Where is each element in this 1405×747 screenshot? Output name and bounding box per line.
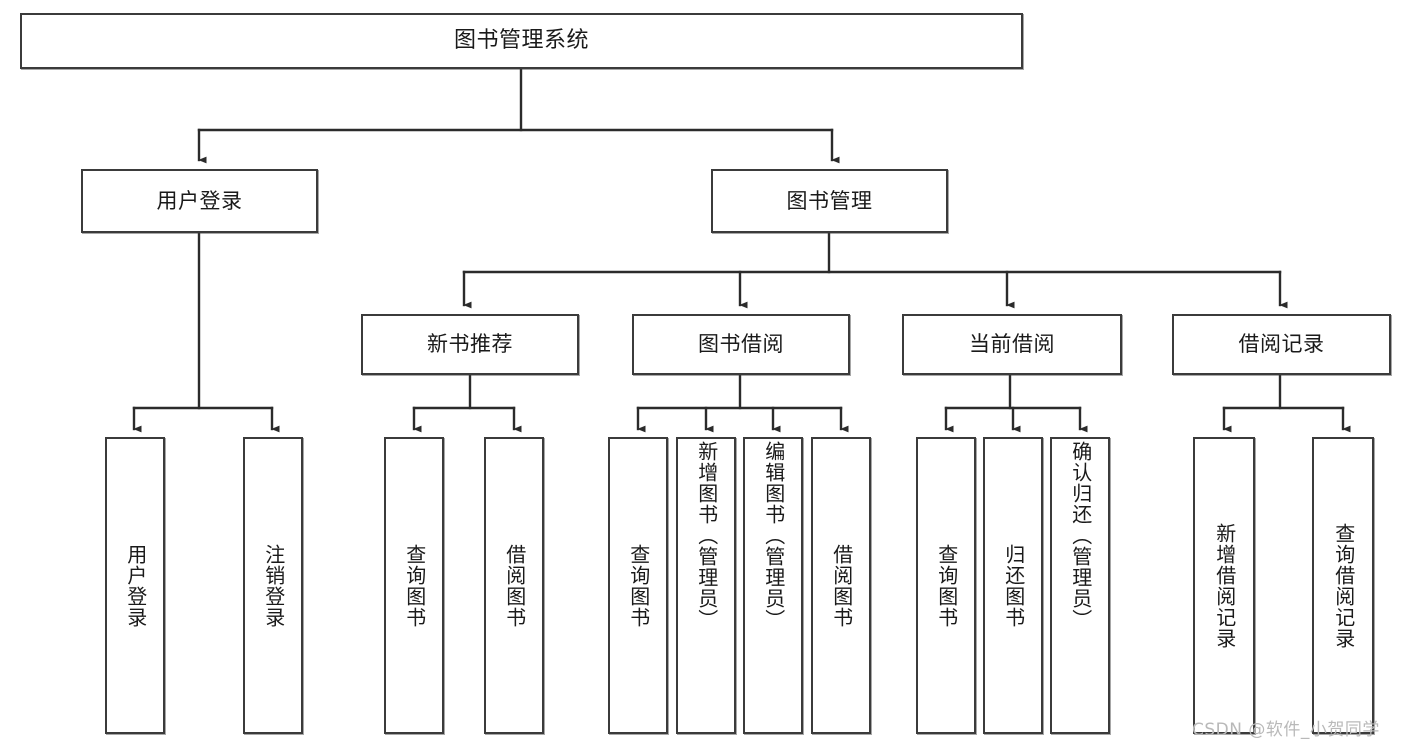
node-leaf-borrow-book-2-label: 借阅图书 [829, 543, 854, 628]
node-book-manage-label: 图书管理 [786, 188, 873, 213]
node-current-borrow-label: 当前借阅 [969, 332, 1055, 357]
node-leaf-logout[interactable]: 注销登录 [243, 437, 303, 734]
edge-group-root [197, 67, 840, 164]
node-leaf-user-login-label: 用户登录 [123, 543, 148, 628]
node-leaf-user-login[interactable]: 用户登录 [105, 437, 165, 734]
node-book-borrow-label: 图书借阅 [698, 332, 784, 357]
edge-group-current-borrow [944, 373, 1088, 433]
node-user-login-label: 用户登录 [156, 188, 243, 213]
node-leaf-confirm-return-label: 确认归还（管理员） [1068, 441, 1093, 630]
node-leaf-query-record[interactable]: 查询借阅记录 [1312, 437, 1374, 734]
node-new-book-recommend-label: 新书推荐 [427, 332, 513, 357]
node-leaf-borrow-book-1-label: 借阅图书 [502, 543, 527, 628]
edge-group-new-book-recommend [412, 373, 522, 433]
edge-group-book-borrow [636, 373, 849, 433]
node-leaf-return-book-label: 归还图书 [1001, 543, 1026, 628]
edge-group-book-manage [462, 231, 1288, 309]
node-leaf-confirm-return[interactable]: 确认归还（管理员） [1050, 437, 1110, 734]
node-leaf-query-book-2[interactable]: 查询图书 [608, 437, 668, 734]
node-leaf-edit-book-label: 编辑图书（管理员） [761, 441, 786, 630]
node-leaf-logout-label: 注销登录 [261, 543, 286, 628]
edge-group-user-login [132, 231, 280, 433]
node-leaf-add-record-label: 新增借阅记录 [1212, 522, 1237, 649]
node-leaf-query-book-3[interactable]: 查询图书 [916, 437, 976, 734]
node-leaf-query-book-1-label: 查询图书 [402, 543, 427, 628]
node-leaf-query-book-2-label: 查询图书 [626, 543, 651, 628]
node-root[interactable]: 图书管理系统 [20, 13, 1023, 69]
node-leaf-add-book[interactable]: 新增图书（管理员） [676, 437, 736, 734]
node-borrow-record[interactable]: 借阅记录 [1172, 314, 1391, 375]
node-borrow-record-label: 借阅记录 [1238, 332, 1325, 357]
node-leaf-return-book[interactable]: 归还图书 [983, 437, 1043, 734]
node-book-borrow[interactable]: 图书借阅 [632, 314, 850, 375]
node-leaf-add-book-label: 新增图书（管理员） [694, 441, 719, 630]
node-leaf-borrow-book-2[interactable]: 借阅图书 [811, 437, 871, 734]
node-user-login[interactable]: 用户登录 [81, 169, 318, 233]
node-new-book-recommend[interactable]: 新书推荐 [361, 314, 579, 375]
csdn-watermark: CSDN @软件_小贺同学 [1192, 720, 1380, 740]
node-book-manage[interactable]: 图书管理 [711, 169, 948, 233]
node-leaf-query-book-1[interactable]: 查询图书 [384, 437, 444, 734]
node-current-borrow[interactable]: 当前借阅 [902, 314, 1122, 375]
node-leaf-query-book-3-label: 查询图书 [934, 543, 959, 628]
node-leaf-add-record[interactable]: 新增借阅记录 [1193, 437, 1255, 734]
edge-group-borrow-record [1222, 373, 1351, 433]
node-leaf-edit-book[interactable]: 编辑图书（管理员） [743, 437, 803, 734]
node-root-label: 图书管理系统 [453, 28, 589, 54]
node-leaf-borrow-book-1[interactable]: 借阅图书 [484, 437, 544, 734]
node-leaf-query-record-label: 查询借阅记录 [1331, 522, 1356, 649]
